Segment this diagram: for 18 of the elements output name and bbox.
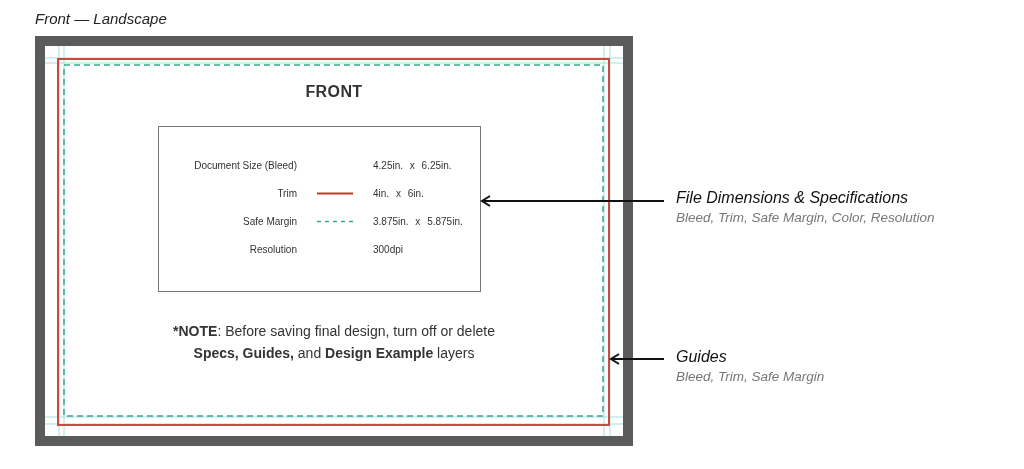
arrow bbox=[610, 353, 664, 365]
callout-title: File Dimensions & Specifications bbox=[676, 188, 910, 208]
specs-table bbox=[158, 126, 481, 292]
spec-value: 4in. x 6in. bbox=[373, 187, 424, 201]
spec-label: Trim bbox=[277, 187, 297, 201]
spec-label: Safe Margin bbox=[243, 215, 297, 229]
callout-subtitle: Bleed, Trim, Safe Margin bbox=[676, 368, 826, 386]
callout-subtitle: Bleed, Trim, Safe Margin, Color, Resolution bbox=[676, 209, 936, 227]
spec-label: Document Size (Bleed) bbox=[194, 159, 297, 173]
spec-value: 300dpi bbox=[373, 243, 404, 257]
note-text: *NOTE: Before saving final design, turn off or delete Specs, Guides, and Design Example layers bbox=[172, 322, 496, 363]
spec-value: 3.875in. x 5.875in. bbox=[373, 215, 463, 229]
arrow bbox=[481, 195, 664, 207]
callout-title: Guides bbox=[676, 347, 728, 367]
spec-label: Resolution bbox=[249, 243, 297, 257]
page-title: Front — Landscape bbox=[35, 9, 167, 29]
heading: FRONT bbox=[304, 82, 364, 102]
spec-value: 4.25in. x 6.25in. bbox=[373, 159, 452, 173]
